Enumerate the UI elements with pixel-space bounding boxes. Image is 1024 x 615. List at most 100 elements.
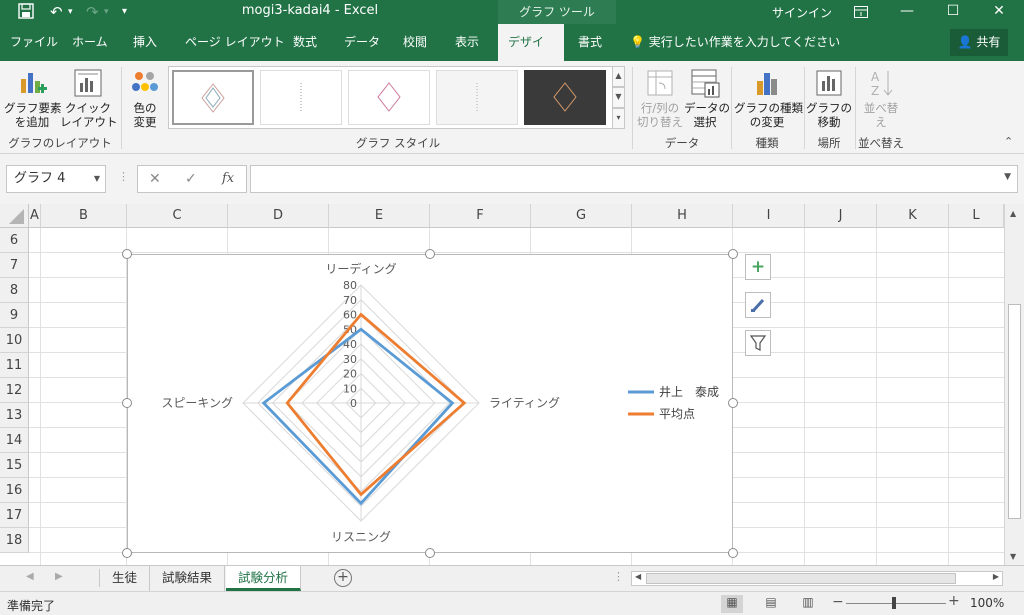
undo-dropdown-icon[interactable]: ▾ bbox=[68, 7, 73, 17]
chart-style-thumbnail[interactable] bbox=[172, 70, 254, 125]
previous-sheet-icon[interactable]: ◀ bbox=[26, 571, 34, 582]
chart-elements-plus-icon[interactable]: + bbox=[745, 254, 771, 280]
expand-formula-bar-icon[interactable]: ▼ bbox=[1004, 172, 1011, 182]
add-sheet-icon[interactable]: + bbox=[334, 569, 352, 587]
scrollbar-thumb[interactable] bbox=[1008, 304, 1021, 519]
row-header[interactable]: 14 bbox=[0, 428, 29, 453]
row-header[interactable]: 11 bbox=[0, 353, 29, 378]
row-header[interactable]: 12 bbox=[0, 378, 29, 403]
chevron-down-icon[interactable]: ▼ bbox=[93, 174, 100, 183]
chart-style-thumbnail[interactable] bbox=[524, 70, 606, 125]
column-header[interactable]: B bbox=[41, 204, 127, 228]
chart-style-thumbnail[interactable] bbox=[348, 70, 430, 125]
column-header[interactable]: I bbox=[733, 204, 805, 228]
column-header[interactable]: H bbox=[632, 204, 733, 228]
row-header[interactable]: 7 bbox=[0, 253, 29, 278]
resize-handle[interactable] bbox=[425, 548, 435, 558]
zoom-slider[interactable] bbox=[846, 603, 946, 604]
customize-qat-icon[interactable]: ▾ bbox=[122, 6, 128, 17]
tab-home[interactable]: ホーム bbox=[72, 35, 108, 49]
gallery-scroll-up-icon[interactable]: ▲ bbox=[612, 66, 625, 87]
column-header[interactable]: D bbox=[228, 204, 329, 228]
enter-icon[interactable]: ✓ bbox=[185, 171, 197, 187]
chart-styles-brush-icon[interactable] bbox=[745, 292, 771, 318]
row-header[interactable]: 16 bbox=[0, 478, 29, 503]
switch-row-column-button[interactable]: 行/列の 切り替え bbox=[636, 67, 684, 129]
signin-link[interactable]: サインイン bbox=[772, 6, 833, 20]
sheet-tab[interactable]: 生徒 bbox=[100, 566, 151, 591]
row-header[interactable]: 6 bbox=[0, 228, 29, 253]
zoom-level[interactable]: 100% bbox=[970, 596, 1005, 610]
page-break-preview-icon[interactable]: ▥ bbox=[802, 595, 814, 609]
add-chart-element-button[interactable]: グラフ要素 を追加 bbox=[4, 67, 62, 129]
zoom-slider-thumb[interactable] bbox=[892, 597, 896, 609]
zoom-out-icon[interactable]: − bbox=[832, 594, 844, 610]
resize-handle[interactable] bbox=[425, 249, 435, 259]
tab-formulas[interactable]: 数式 bbox=[293, 35, 318, 49]
resize-handle[interactable] bbox=[122, 249, 132, 259]
resize-handle[interactable] bbox=[122, 398, 132, 408]
move-chart-button[interactable]: グラフの 移動 bbox=[806, 67, 852, 129]
column-header[interactable]: C bbox=[127, 204, 228, 228]
row-header[interactable]: 10 bbox=[0, 328, 29, 353]
row-header[interactable]: 9 bbox=[0, 303, 29, 328]
resize-handle[interactable] bbox=[728, 548, 738, 558]
tab-review[interactable]: 校閲 bbox=[403, 35, 428, 49]
ribbon-display-options-icon[interactable] bbox=[838, 0, 884, 24]
tab-file[interactable]: ファイル bbox=[10, 35, 59, 49]
next-sheet-icon[interactable]: ▶ bbox=[55, 571, 63, 582]
save-icon[interactable] bbox=[18, 3, 34, 23]
scroll-down-icon[interactable]: ▼ bbox=[1010, 552, 1017, 561]
normal-view-icon[interactable]: ▦ bbox=[721, 595, 743, 613]
vertical-scrollbar[interactable]: ▲ ▼ bbox=[1004, 204, 1024, 565]
undo-icon[interactable]: ↶ bbox=[50, 3, 63, 21]
chart-style-thumbnail[interactable] bbox=[436, 70, 518, 125]
column-header[interactable]: L bbox=[949, 204, 1004, 228]
tab-view[interactable]: 表示 bbox=[455, 35, 480, 49]
resize-handle[interactable] bbox=[728, 398, 738, 408]
resize-handle[interactable] bbox=[122, 548, 132, 558]
insert-function-icon[interactable]: fx bbox=[222, 171, 235, 186]
column-header[interactable]: E bbox=[329, 204, 430, 228]
page-layout-view-icon[interactable]: ▤ bbox=[765, 595, 777, 609]
tab-insert[interactable]: 挿入 bbox=[133, 35, 158, 49]
maximize-icon[interactable]: ☐ bbox=[946, 3, 960, 19]
row-header[interactable]: 8 bbox=[0, 278, 29, 303]
name-box[interactable]: グラフ 4 ▼ bbox=[6, 165, 106, 193]
select-all-button[interactable] bbox=[0, 204, 29, 228]
scrollbar-thumb[interactable] bbox=[646, 573, 956, 584]
select-data-button[interactable]: データの 選択 bbox=[684, 67, 730, 129]
redo-icon[interactable]: ↷ bbox=[86, 3, 99, 21]
sheet-tab-active[interactable]: 試験分析 bbox=[226, 566, 302, 591]
tell-me-search[interactable]: 💡 実行したい作業を入力してください bbox=[630, 24, 840, 61]
row-header[interactable]: 13 bbox=[0, 403, 29, 428]
column-header[interactable]: G bbox=[531, 204, 632, 228]
chart-style-thumbnail[interactable] bbox=[260, 70, 342, 125]
chart-filters-funnel-icon[interactable] bbox=[745, 330, 771, 356]
formula-input[interactable]: ▼ bbox=[250, 165, 1018, 193]
row-header[interactable]: 17 bbox=[0, 503, 29, 528]
tab-data[interactable]: データ bbox=[344, 35, 381, 49]
gallery-scroll-down-icon[interactable]: ▼ bbox=[612, 87, 625, 108]
column-header[interactable]: F bbox=[430, 204, 531, 228]
tab-page-layout[interactable]: ページ レイアウト bbox=[185, 35, 285, 49]
tab-split-handle-icon[interactable]: ⋮ bbox=[613, 570, 624, 583]
scroll-right-icon[interactable]: ▶ bbox=[992, 572, 999, 581]
change-chart-type-button[interactable]: グラフの種類 の変更 bbox=[734, 67, 803, 129]
column-header[interactable]: A bbox=[29, 204, 41, 228]
tab-design[interactable]: デザイン bbox=[498, 24, 564, 86]
horizontal-scrollbar[interactable]: ◀ ▶ bbox=[631, 571, 1003, 586]
column-header[interactable]: J bbox=[805, 204, 877, 228]
row-header[interactable]: 15 bbox=[0, 453, 29, 478]
minimize-icon[interactable]: — bbox=[900, 3, 914, 19]
resize-handle[interactable] bbox=[728, 249, 738, 259]
gallery-more-icon[interactable]: ▾ bbox=[612, 108, 625, 129]
column-header[interactable]: K bbox=[877, 204, 949, 228]
sheet-tab[interactable]: 試験結果 bbox=[150, 566, 226, 591]
cancel-icon[interactable]: ✕ bbox=[149, 171, 161, 187]
scroll-left-icon[interactable]: ◀ bbox=[635, 572, 642, 581]
change-colors-button[interactable]: 色の 変更 bbox=[124, 67, 166, 129]
zoom-in-icon[interactable]: + bbox=[948, 593, 960, 609]
